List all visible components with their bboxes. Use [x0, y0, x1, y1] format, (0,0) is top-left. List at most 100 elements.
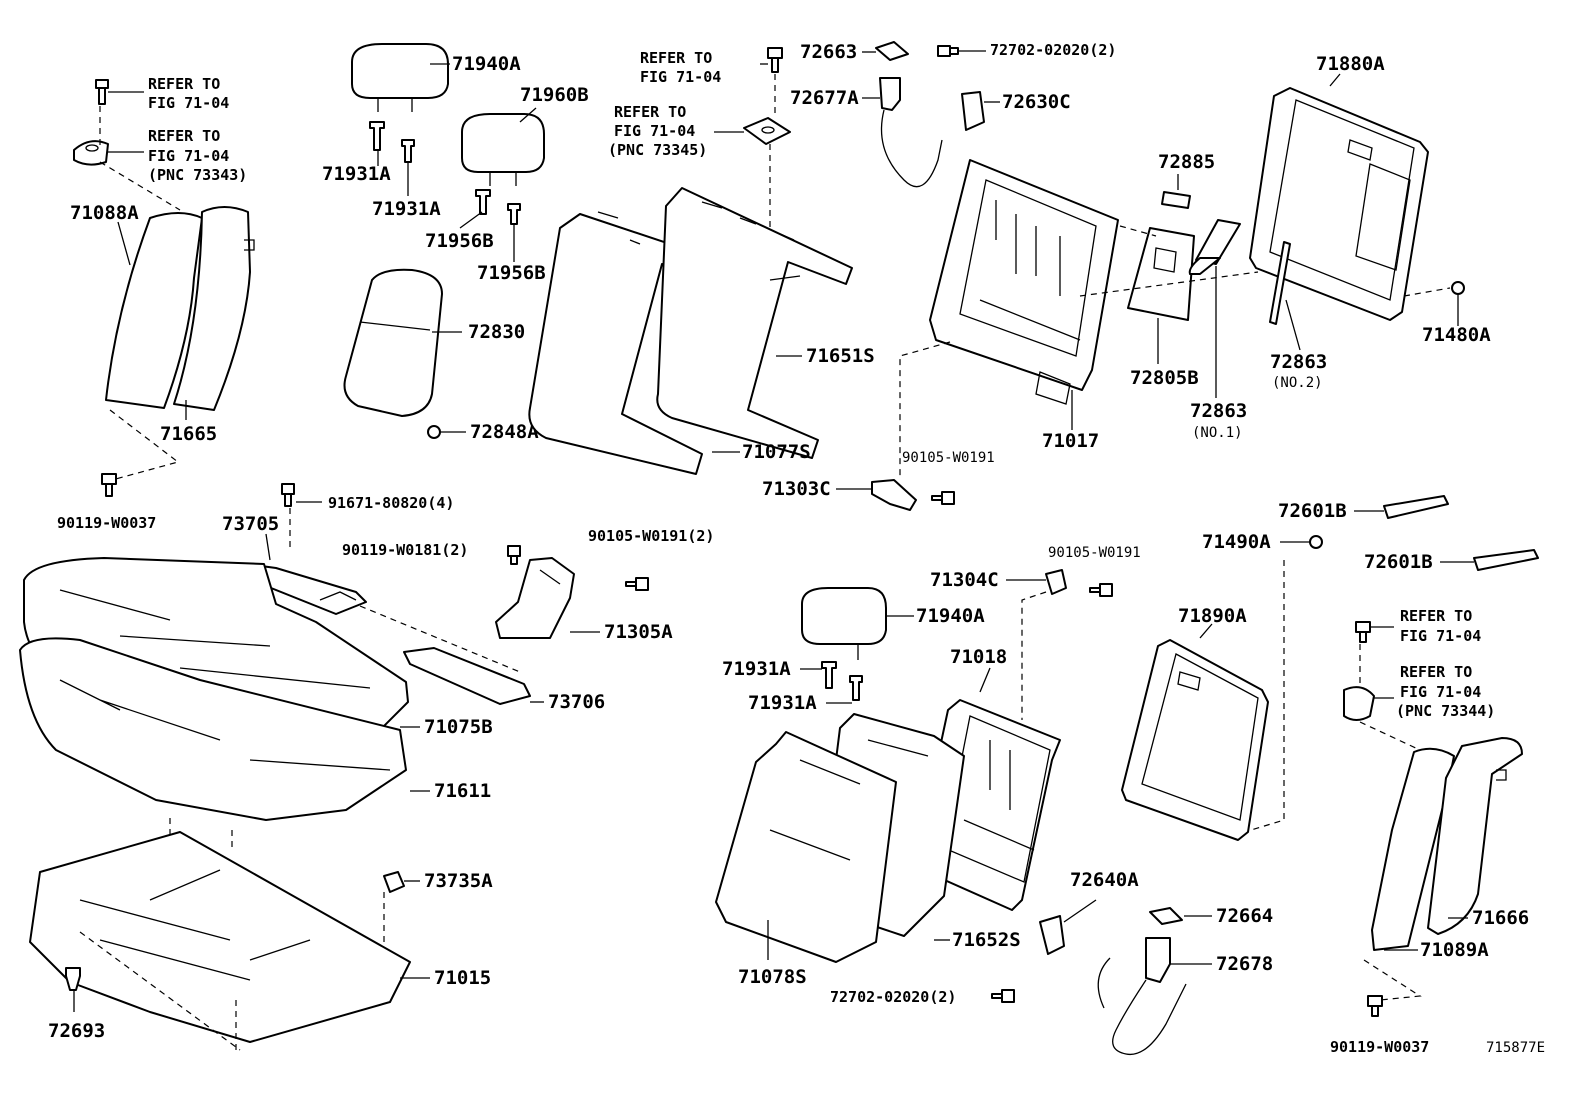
screw-icon — [931, 491, 955, 505]
screw-icon — [767, 47, 783, 73]
part-label: 71018 — [950, 646, 1007, 668]
part-label: 72663 — [800, 41, 857, 63]
part-label: 72640A — [1070, 869, 1139, 891]
note-fig: FIG 71-04 — [1400, 627, 1481, 645]
screw-icon — [101, 473, 117, 497]
part-label: 72848A — [470, 421, 539, 443]
bracket-icon — [1039, 915, 1065, 955]
screw-icon — [95, 79, 109, 105]
note-refer-to: REFER TO — [1400, 663, 1472, 681]
part-label: 71611 — [434, 780, 491, 802]
screw-icon — [991, 989, 1015, 1003]
part-label: 71304C — [930, 569, 999, 591]
clip-icon — [1343, 686, 1375, 721]
part-label: 71089A — [1420, 939, 1489, 961]
part-label: 71956B — [425, 230, 494, 252]
headrest-icon — [351, 43, 449, 112]
screw-icon — [507, 545, 521, 565]
part-label: 71480A — [1422, 324, 1491, 346]
part-label: 72863 — [1270, 351, 1327, 373]
part-note: (NO.2) — [1272, 375, 1323, 391]
headrest-icon — [461, 113, 545, 186]
part-label: 71666 — [1472, 907, 1529, 929]
armrest-icon — [343, 268, 443, 417]
part-label: 73705 — [222, 513, 279, 535]
part-label: 71652S — [952, 929, 1021, 951]
panel-icon — [1127, 219, 1241, 321]
part-label: 72678 — [1216, 953, 1273, 975]
side-bolster-icon — [105, 206, 255, 411]
note-refer-to: REFER TO — [1400, 607, 1472, 625]
part-label: 71960B — [520, 84, 589, 106]
part-label: 90105-W0191 — [902, 450, 995, 466]
part-label: 72664 — [1216, 905, 1273, 927]
part-label: 71015 — [434, 967, 491, 989]
seatbelt-buckle-icon — [1097, 937, 1187, 1056]
part-label: 90119-W0037 — [1330, 1038, 1429, 1056]
part-label: 91671-80820(4) — [328, 494, 454, 512]
screw-icon — [281, 483, 295, 507]
seat-frame-icon — [29, 831, 411, 1043]
bracket-icon — [1383, 495, 1539, 571]
part-label: 71931A — [322, 163, 391, 185]
note-pnc: (PNC 73344) — [1396, 702, 1495, 720]
backboard-icon — [1249, 87, 1429, 321]
note-pnc: (PNC 73345) — [608, 141, 707, 159]
side-bolster-icon — [1371, 737, 1523, 951]
part-label: 71931A — [372, 198, 441, 220]
guide-icon — [821, 661, 863, 701]
part-label: 73706 — [548, 691, 605, 713]
part-label: 71651S — [806, 345, 875, 367]
bracket-icon — [961, 91, 985, 131]
part-label: 71890A — [1178, 605, 1247, 627]
part-label: 71956B — [477, 262, 546, 284]
seatback-cover-icon — [528, 187, 853, 475]
clip-icon — [383, 871, 405, 893]
hinge-icon — [871, 479, 917, 511]
part-label: 72677A — [790, 87, 859, 109]
seatbelt-buckle-icon — [879, 77, 943, 188]
note-refer-to: REFER TO — [148, 75, 220, 93]
figure-id: 715877E — [1486, 1040, 1545, 1056]
part-label: 71940A — [452, 53, 521, 75]
clip-icon — [65, 967, 81, 991]
seat-cushion-cover-icon — [19, 557, 409, 821]
screw-icon — [937, 45, 959, 57]
note-pnc: (PNC 73343) — [148, 166, 247, 184]
note-refer-to: REFER TO — [614, 103, 686, 121]
part-label: 71880A — [1316, 53, 1385, 75]
part-label: 72601B — [1364, 551, 1433, 573]
part-label: 90105-W0191 — [1048, 545, 1141, 561]
backboard-icon — [1121, 639, 1269, 841]
cover-icon — [875, 41, 909, 61]
part-label: 72630C — [1002, 91, 1071, 113]
part-label: 71490A — [1202, 531, 1271, 553]
note-refer-to: REFER TO — [640, 49, 712, 67]
part-label: 71931A — [722, 658, 791, 680]
screw-icon — [1355, 621, 1371, 643]
part-note: (NO.1) — [1192, 425, 1243, 441]
part-label: 90119-W0037 — [57, 514, 156, 532]
part-label: 72693 — [48, 1020, 105, 1042]
note-fig: FIG 71-04 — [614, 122, 695, 140]
part-label: 71305A — [604, 621, 673, 643]
part-label: 72830 — [468, 321, 525, 343]
screw-icon — [1089, 583, 1113, 597]
part-label: 72702-02020(2) — [990, 41, 1116, 59]
part-label: 72702-02020(2) — [830, 988, 956, 1006]
screw-icon — [625, 577, 649, 591]
guide-icon — [369, 121, 521, 225]
part-label: 73735A — [424, 870, 493, 892]
hinge-icon — [1045, 569, 1067, 595]
part-label: 71303C — [762, 478, 831, 500]
screw-icon — [1367, 995, 1383, 1017]
clip-icon — [73, 140, 109, 166]
part-label: 71075B — [424, 716, 493, 738]
part-label: 71077S — [742, 441, 811, 463]
part-label: 72601B — [1278, 500, 1347, 522]
seatback-cushion-icon — [715, 713, 965, 963]
part-label: 71665 — [160, 423, 217, 445]
part-label: 72805B — [1130, 367, 1199, 389]
note-fig: FIG 71-04 — [148, 147, 229, 165]
